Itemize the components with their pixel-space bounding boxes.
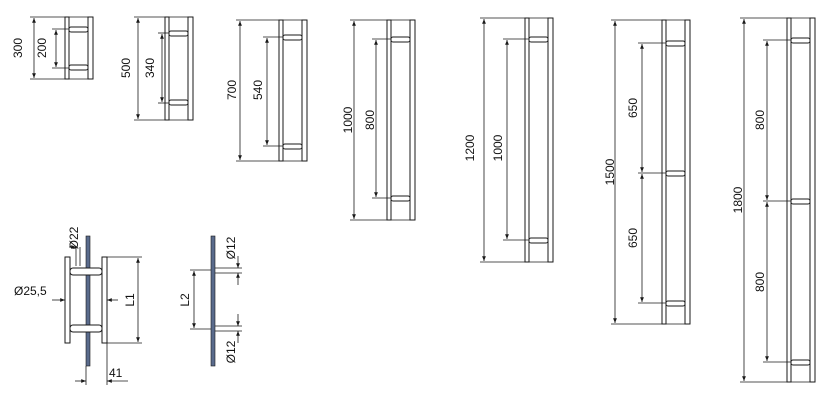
standoff bbox=[665, 300, 686, 307]
handle-bar bbox=[684, 19, 691, 325]
dimension-spacing: 800 bbox=[753, 272, 767, 292]
handle-1800: 1800 800 800 bbox=[731, 17, 816, 383]
standoff bbox=[665, 170, 686, 177]
dimension-spacing: 340 bbox=[143, 58, 157, 78]
handle-1500: 1500 650 650 bbox=[603, 19, 691, 325]
center-distance-label: L2 bbox=[178, 293, 192, 307]
section-detail-l2: Ø12 Ø12 L2 bbox=[178, 235, 242, 367]
dimension-length: 1800 bbox=[731, 186, 745, 213]
standoff bbox=[168, 30, 189, 37]
handle-backbar bbox=[164, 16, 170, 121]
standoff bbox=[282, 143, 303, 150]
handle-backbar bbox=[101, 256, 108, 344]
standoff bbox=[68, 64, 89, 71]
section-detail-l1: Ø22 Ø25,5 L1 41 bbox=[14, 226, 142, 385]
handle-bar bbox=[301, 19, 308, 162]
standoff bbox=[790, 359, 811, 366]
handle-bar bbox=[187, 16, 194, 121]
handle-300: 300 200 bbox=[11, 16, 94, 80]
standoff bbox=[390, 36, 411, 43]
dimension-spacing: 650 bbox=[626, 228, 640, 248]
standoff-diameter-label: Ø22 bbox=[67, 226, 81, 249]
dimension-spacing: 650 bbox=[626, 98, 640, 118]
handle-1200: 1200 1000 bbox=[463, 17, 554, 263]
standoff bbox=[665, 40, 686, 47]
standoff bbox=[69, 267, 103, 276]
dimension-spacing: 800 bbox=[363, 110, 377, 130]
dimension-spacing: 1000 bbox=[491, 134, 505, 161]
handle-500: 500 340 bbox=[119, 16, 194, 121]
dimension-length: 1000 bbox=[341, 106, 355, 133]
handle-bar bbox=[809, 17, 816, 383]
bolt-bottom-diameter-label: Ø12 bbox=[224, 340, 238, 363]
handle-backbar bbox=[64, 16, 70, 80]
depth-label: 41 bbox=[109, 366, 123, 380]
handle-bar bbox=[409, 19, 416, 221]
dimension-spacing: 800 bbox=[753, 110, 767, 130]
standoff bbox=[528, 36, 549, 43]
bolt-top-diameter-label: Ø12 bbox=[224, 236, 238, 259]
dimension-spacing: 540 bbox=[251, 80, 265, 100]
handle-backbar bbox=[661, 19, 667, 325]
standoff bbox=[390, 195, 411, 202]
handle-700: 700 540 bbox=[225, 19, 308, 162]
standoff bbox=[68, 26, 89, 33]
dimension-length: 1200 bbox=[463, 134, 477, 161]
handle-1000: 1000 800 bbox=[341, 19, 416, 221]
handle-bar bbox=[547, 17, 554, 263]
standoff bbox=[69, 324, 103, 333]
dimension-length: 300 bbox=[11, 38, 25, 58]
standoff bbox=[528, 237, 549, 244]
handle-backbar bbox=[278, 19, 284, 162]
handle-backbar bbox=[524, 17, 530, 263]
dimension-length: 1500 bbox=[603, 158, 617, 185]
dimension-length: 700 bbox=[225, 80, 239, 100]
overall-length-label: L1 bbox=[123, 293, 137, 307]
standoff bbox=[282, 34, 303, 41]
dimension-spacing: 200 bbox=[35, 38, 49, 58]
standoff bbox=[790, 37, 811, 44]
handle-bar bbox=[64, 256, 71, 344]
glass-panel bbox=[85, 235, 91, 367]
standoff bbox=[168, 99, 189, 106]
bar-diameter-label: Ø25,5 bbox=[14, 284, 47, 298]
handle-backbar bbox=[386, 19, 392, 221]
standoff bbox=[790, 198, 811, 205]
handle-backbar bbox=[786, 17, 792, 383]
handle-bar bbox=[87, 16, 94, 80]
glass-panel bbox=[210, 235, 216, 367]
dimension-length: 500 bbox=[119, 58, 133, 78]
